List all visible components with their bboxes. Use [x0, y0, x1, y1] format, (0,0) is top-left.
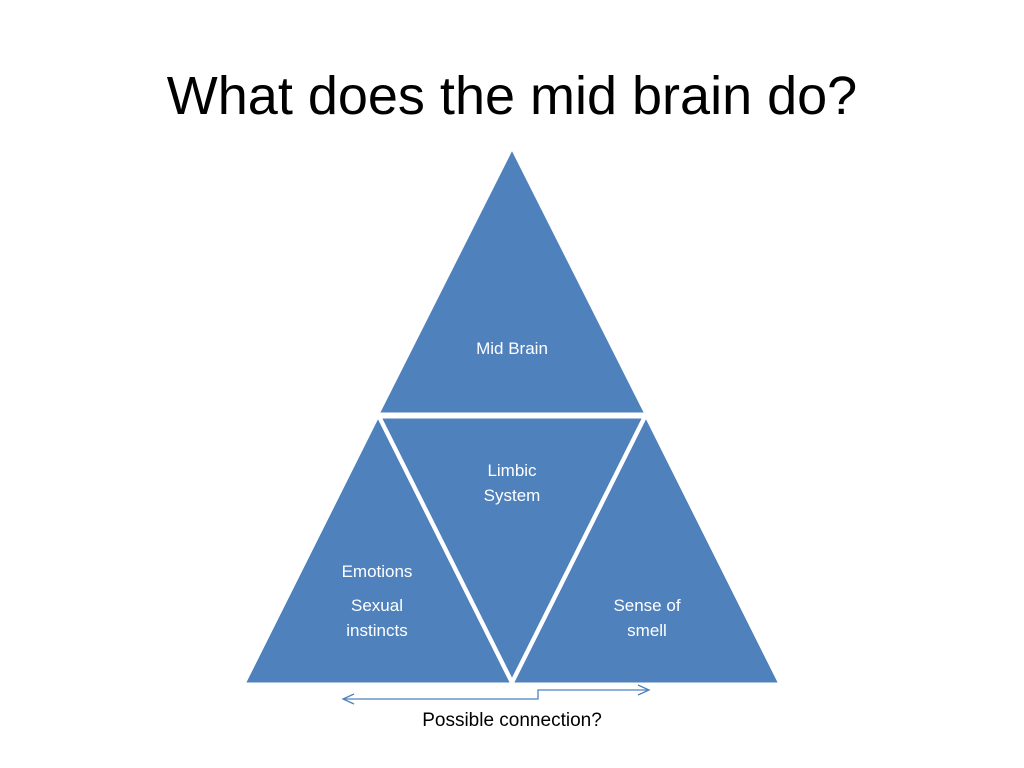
sense-of-smell-label-line2: smell	[627, 621, 667, 640]
mid-brain-triangle	[375, 144, 649, 416]
connection-arrow	[341, 684, 651, 705]
arrowhead-left	[341, 693, 355, 705]
mid-brain-label: Mid Brain	[476, 339, 548, 358]
sexual-instincts-label-line2: instincts	[346, 621, 407, 640]
sexual-instincts-label-line1: Sexual	[351, 596, 403, 615]
sense-of-smell-label-line1: Sense of	[613, 596, 680, 615]
limbic-system-label-line1: Limbic	[487, 461, 537, 480]
limbic-system-label-line2: System	[484, 486, 541, 505]
slide-title: What does the mid brain do?	[166, 66, 858, 126]
emotions-label: Emotions	[342, 562, 413, 581]
limbic-system-triangle	[377, 415, 647, 685]
possible-connection-caption: Possible connection?	[422, 710, 602, 731]
arrowhead-right	[637, 684, 651, 696]
